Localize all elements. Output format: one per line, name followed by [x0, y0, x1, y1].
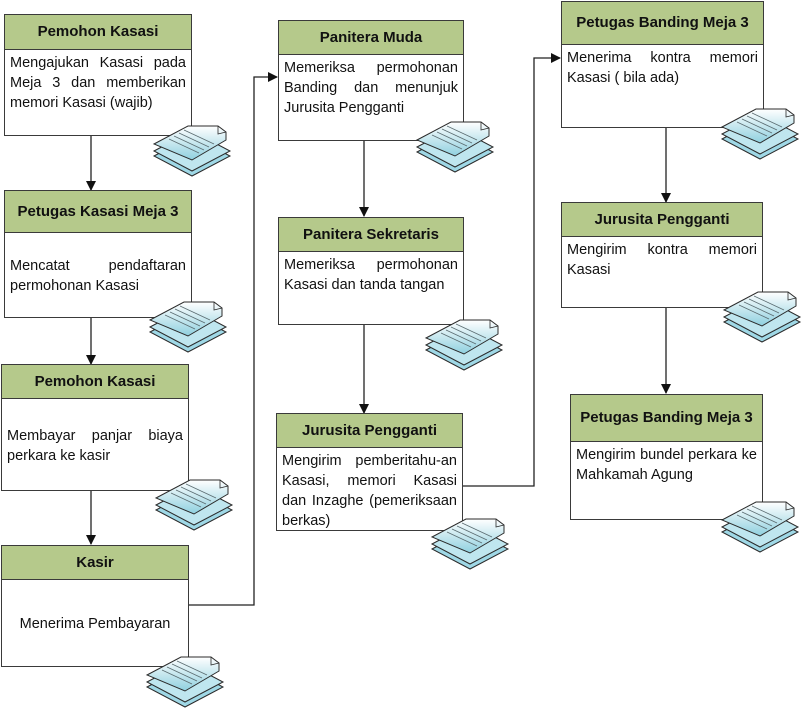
node-text: Mengajukan Kasasi pada Meja 3 dan member… [10, 55, 186, 111]
flow-node-pemohon-kasasi-2: Pemohon Kasasi Membayar panjar biaya per… [1, 364, 189, 491]
document-stack-icon [722, 278, 801, 343]
node-title: Pemohon Kasasi [2, 365, 188, 399]
node-text: Mengirim bundel perkara ke Mahkamah Agun… [576, 447, 757, 483]
flow-node-kasir: Kasir Menerima Pembayaran [1, 545, 189, 667]
flow-node-panitera-muda: Panitera Muda Memeriksa permohonan Bandi… [278, 20, 464, 141]
flow-node-petugas-banding-meja-3-1: Petugas Banding Meja 3 Menerima kontra m… [561, 1, 764, 128]
document-stack-icon [720, 95, 800, 160]
node-text: Memeriksa permohonan Banding dan menunju… [284, 60, 458, 116]
node-title: Panitera Sekretaris [279, 218, 463, 252]
document-stack-icon [152, 112, 232, 177]
node-title: Kasir [2, 546, 188, 580]
node-title: Panitera Muda [279, 21, 463, 55]
node-text: Mengirim pemberitahu-an Kasasi, memori K… [282, 453, 457, 529]
flow-node-petugas-banding-meja-3-2: Petugas Banding Meja 3 Mengirim bundel p… [570, 394, 763, 520]
document-stack-icon [145, 643, 225, 708]
flow-node-petugas-kasasi-meja-3: Petugas Kasasi Meja 3 Mencatat pendaftar… [4, 190, 192, 318]
document-stack-icon [154, 466, 234, 531]
node-title: Petugas Banding Meja 3 [562, 2, 763, 45]
node-text: Mencatat pendaftaran permohonan Kasasi [10, 258, 186, 294]
node-text: Membayar panjar biaya perkara ke kasir [7, 427, 183, 464]
node-text: Memeriksa permohonan Kasasi dan tanda ta… [284, 257, 458, 293]
node-title: Jurusita Pengganti [277, 414, 462, 448]
document-stack-icon [424, 306, 504, 371]
document-stack-icon [430, 505, 510, 570]
flow-node-panitera-sekretaris: Panitera Sekretaris Memeriksa permohonan… [278, 217, 464, 325]
node-title: Petugas Banding Meja 3 [571, 395, 762, 442]
node-title: Petugas Kasasi Meja 3 [5, 191, 191, 233]
node-text: Menerima kontra memori Kasasi ( bila ada… [567, 50, 758, 86]
flow-node-jurusita-pengganti-1: Jurusita Pengganti Mengirim pemberitahu-… [276, 413, 463, 531]
node-title: Pemohon Kasasi [5, 15, 191, 50]
flow-node-jurusita-pengganti-2: Jurusita Pengganti Mengirim kontra memor… [561, 202, 763, 308]
node-title: Jurusita Pengganti [562, 203, 762, 237]
node-text: Mengirim kontra memori Kasasi [567, 242, 757, 278]
document-stack-icon [720, 488, 800, 553]
document-stack-icon [148, 288, 228, 353]
flow-node-pemohon-kasasi-1: Pemohon Kasasi Mengajukan Kasasi pada Me… [4, 14, 192, 136]
node-text: Menerima Pembayaran [19, 616, 171, 632]
document-stack-icon [415, 108, 495, 173]
